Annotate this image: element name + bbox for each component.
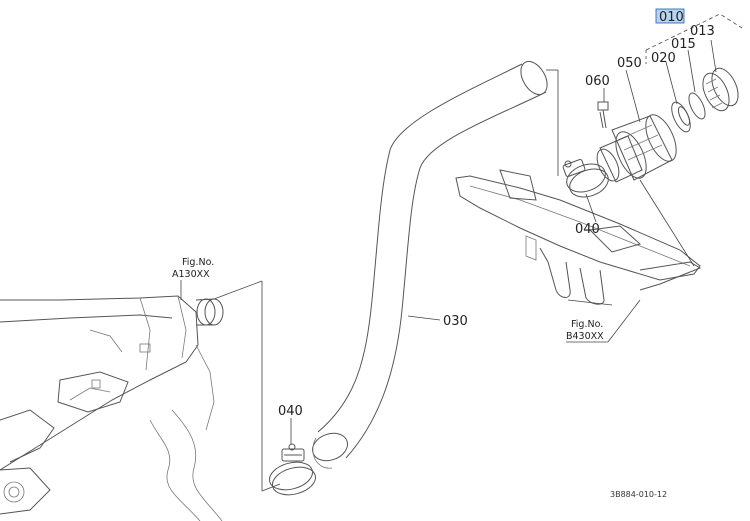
left-reference-box: [180, 280, 281, 492]
leader-lines: [290, 13, 743, 444]
lower-hose-clamp-040: [268, 443, 317, 496]
upper-reference-bracket: [546, 69, 559, 176]
selected-callout-highlight: [655, 8, 685, 24]
frame-bracket: [455, 169, 702, 305]
callout-040-lower[interactable]: 040: [278, 404, 303, 419]
callout-013[interactable]: 013: [690, 24, 715, 39]
right-fig-label: Fig.No.: [571, 319, 603, 330]
hose-030: [312, 60, 548, 469]
left-fig-code[interactable]: A130XX: [172, 269, 210, 280]
callout-040-upper[interactable]: 040: [575, 222, 600, 237]
left-duct-assembly: [0, 295, 224, 521]
callout-020[interactable]: 020: [651, 51, 676, 66]
callout-060[interactable]: 060: [585, 74, 610, 89]
callout-050[interactable]: 050: [617, 56, 642, 71]
upper-hose-clamp-040: [562, 159, 609, 198]
left-fig-label: Fig.No.: [182, 257, 214, 268]
drawing-code: 3B884-010-12: [610, 490, 667, 499]
precleaner-050: [596, 114, 677, 183]
bolt-060: [597, 101, 609, 129]
ring-015: [688, 92, 706, 120]
callout-030[interactable]: 030: [443, 314, 468, 329]
gasket-020: [671, 101, 691, 133]
callout-015[interactable]: 015: [671, 37, 696, 52]
callout-010[interactable]: 010: [659, 10, 684, 25]
right-fig-code[interactable]: B430XX: [566, 331, 604, 342]
cap-013: [702, 67, 739, 112]
